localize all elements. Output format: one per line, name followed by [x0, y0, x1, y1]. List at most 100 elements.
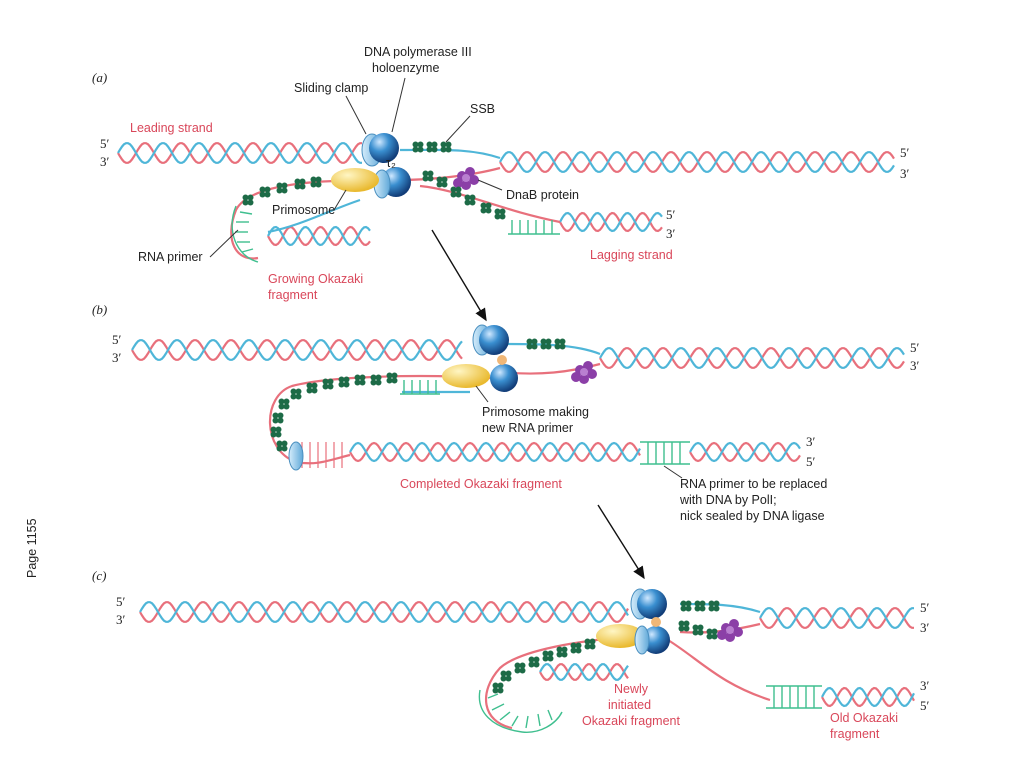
label-newly-1: Newly	[614, 682, 649, 696]
ssb-icon	[526, 338, 538, 350]
label-growing-okazaki-2: fragment	[268, 288, 318, 302]
ssb-icon	[584, 638, 596, 650]
label-completed-okazaki: Completed Okazaki fragment	[400, 477, 562, 491]
b-tau-icon	[497, 355, 507, 365]
helix-strand	[539, 663, 629, 681]
ssb-icon	[706, 628, 718, 640]
c-dnab-protein-icon	[717, 619, 743, 642]
helix-strand	[599, 347, 905, 369]
ssb-icon	[480, 202, 492, 214]
leader-dnab	[477, 179, 503, 191]
ssb-icon	[542, 650, 554, 662]
ssb-icon	[440, 141, 452, 153]
helix-strand	[689, 441, 801, 463]
label-rna-primer: RNA primer	[138, 250, 203, 264]
helix-strand	[117, 142, 362, 164]
end-a-lag-5: 5′	[666, 207, 676, 222]
ssb-icon	[422, 170, 434, 182]
ssb-icon	[338, 376, 350, 388]
helix-strand	[759, 607, 914, 629]
end-c-old-5: 5′	[920, 698, 930, 713]
c-polymerase-bottom-icon	[642, 626, 670, 654]
helix-strand	[821, 686, 915, 708]
end-a-left-3: 3′	[100, 154, 110, 169]
helix-strand	[131, 339, 463, 361]
label-primosome: Primosome	[272, 203, 335, 217]
ssb-proteins-b	[270, 338, 566, 452]
b-dnab-protein-icon	[571, 361, 597, 384]
ssb-icon	[272, 412, 284, 424]
label-holoenzyme: holoenzyme	[372, 61, 439, 75]
leader-dna-pol	[391, 77, 406, 133]
b-primosome-icon	[442, 364, 490, 388]
label-leading-strand: Leading strand	[130, 121, 213, 135]
arrow-a-to-b	[431, 229, 487, 322]
leader-rna-primer	[209, 229, 239, 258]
helix-c-old	[821, 686, 915, 708]
ssb-icon	[426, 141, 438, 153]
ssb-icon	[386, 372, 398, 384]
ssb-icon	[322, 378, 334, 390]
ssb-icon	[450, 186, 462, 198]
helix-strand	[499, 151, 895, 173]
c-tau-icon	[651, 617, 661, 627]
leader-primosome-b	[475, 385, 489, 403]
ssb-icon	[310, 176, 322, 188]
ssb-icon	[276, 182, 288, 194]
end-c-right-5: 5′	[920, 600, 930, 615]
leading-template-strand	[399, 148, 501, 160]
end-a-left-5: 5′	[100, 136, 110, 151]
ssb-icon	[514, 662, 526, 674]
primer-ladder-a-right	[508, 220, 560, 235]
ssb-icon	[492, 682, 504, 694]
b-polymerase-top-icon	[479, 325, 509, 355]
c-clamp-lagging-icon	[634, 625, 650, 655]
helix-strand	[349, 441, 641, 463]
ssb-icon	[694, 600, 706, 612]
ssb-icon	[354, 374, 366, 386]
end-b-frag-5: 5′	[806, 454, 816, 469]
helix-strand	[539, 663, 629, 681]
rna-primer-b-new	[400, 380, 440, 395]
c-leading-template	[679, 602, 761, 614]
ssb-proteins-a	[242, 141, 506, 220]
label-rna-replace-1: RNA primer to be replaced	[680, 477, 827, 491]
c-old-fragment-strand	[667, 639, 771, 702]
panel-a-label: (a)	[92, 70, 107, 85]
label-sliding-clamp: Sliding clamp	[294, 81, 368, 95]
lagging-loop-strand	[230, 179, 396, 260]
end-a-lag-3: 3′	[666, 226, 676, 241]
b-lagging-loop	[268, 374, 491, 465]
end-c-old-3: 3′	[920, 678, 930, 693]
label-old-okazaki-1: Old Okazaki	[830, 711, 898, 725]
c-primosome-icon	[596, 624, 644, 648]
leader-sliding-clamp	[345, 95, 367, 135]
ssb-icon	[370, 374, 382, 386]
label-lagging-strand: Lagging strand	[590, 248, 673, 262]
end-c-left-3: 3′	[116, 612, 126, 627]
ssb-icon	[528, 656, 540, 668]
rna-primer-c-new	[478, 689, 563, 733]
b-clamp-loop-icon	[288, 441, 304, 471]
polymerase-iii-top-icon	[369, 133, 399, 163]
helix-strand	[689, 441, 801, 463]
rna-primer-b-old	[640, 441, 690, 465]
ssb-icon	[570, 642, 582, 654]
end-b-left-5: 5′	[112, 332, 122, 347]
panel-b-label: (b)	[92, 302, 107, 317]
panel-b: (b)	[92, 302, 920, 523]
ssb-icon	[708, 600, 720, 612]
rna-primer-c-old	[766, 685, 822, 709]
label-old-okazaki-2: fragment	[830, 727, 880, 741]
panel-c: (c) Newly	[92, 568, 930, 741]
helix-strand	[559, 211, 663, 233]
end-c-left-5: 5′	[116, 594, 126, 609]
helix-c-right	[759, 607, 914, 629]
helix-strand	[267, 225, 371, 247]
ssb-icon	[294, 178, 306, 190]
label-growing-okazaki-1: Growing Okazaki	[268, 272, 363, 286]
end-a-right-3: 3′	[900, 166, 910, 181]
helix-strand	[559, 211, 663, 233]
leader-ssb	[445, 115, 471, 143]
